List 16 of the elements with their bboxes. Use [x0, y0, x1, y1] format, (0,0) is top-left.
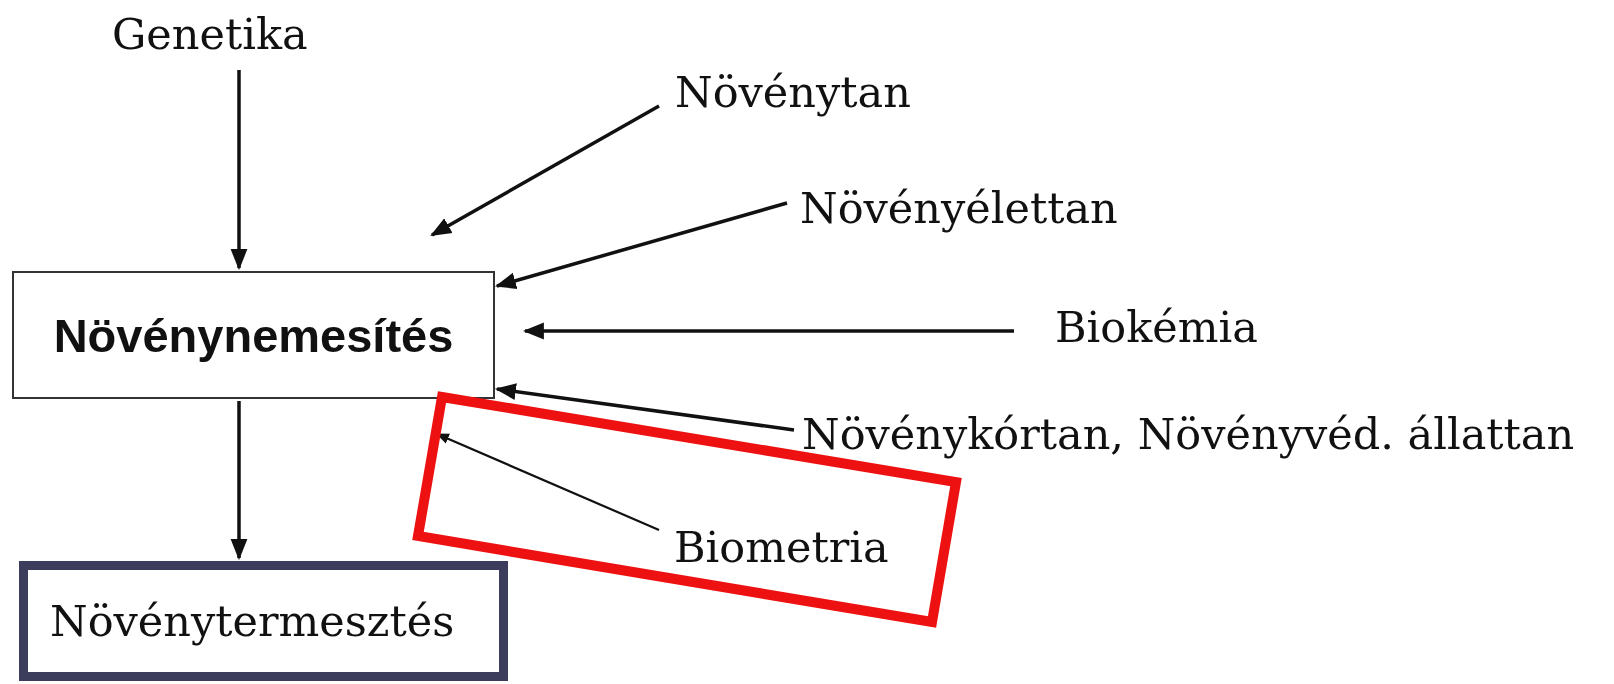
arrow [495, 201, 788, 289]
box-label: Növénytermesztés [50, 596, 455, 646]
process-box [12, 271, 495, 399]
process-box [19, 561, 508, 681]
box-label: Növénynemesítés [53, 307, 454, 363]
topic-label: Növénytan [675, 68, 911, 118]
arrow [430, 104, 660, 237]
arrow [494, 383, 795, 432]
arrow [230, 401, 248, 561]
topic-label: Növényélettan [800, 184, 1118, 234]
topic-label: Biometria [674, 523, 889, 573]
topic-label: Genetika [112, 10, 308, 60]
topic-label: Biokémia [1055, 303, 1258, 353]
arrow [522, 322, 1014, 340]
topic-label: Növénykórtan, Növényvéd. állattan [802, 410, 1575, 460]
arrow [230, 70, 248, 271]
